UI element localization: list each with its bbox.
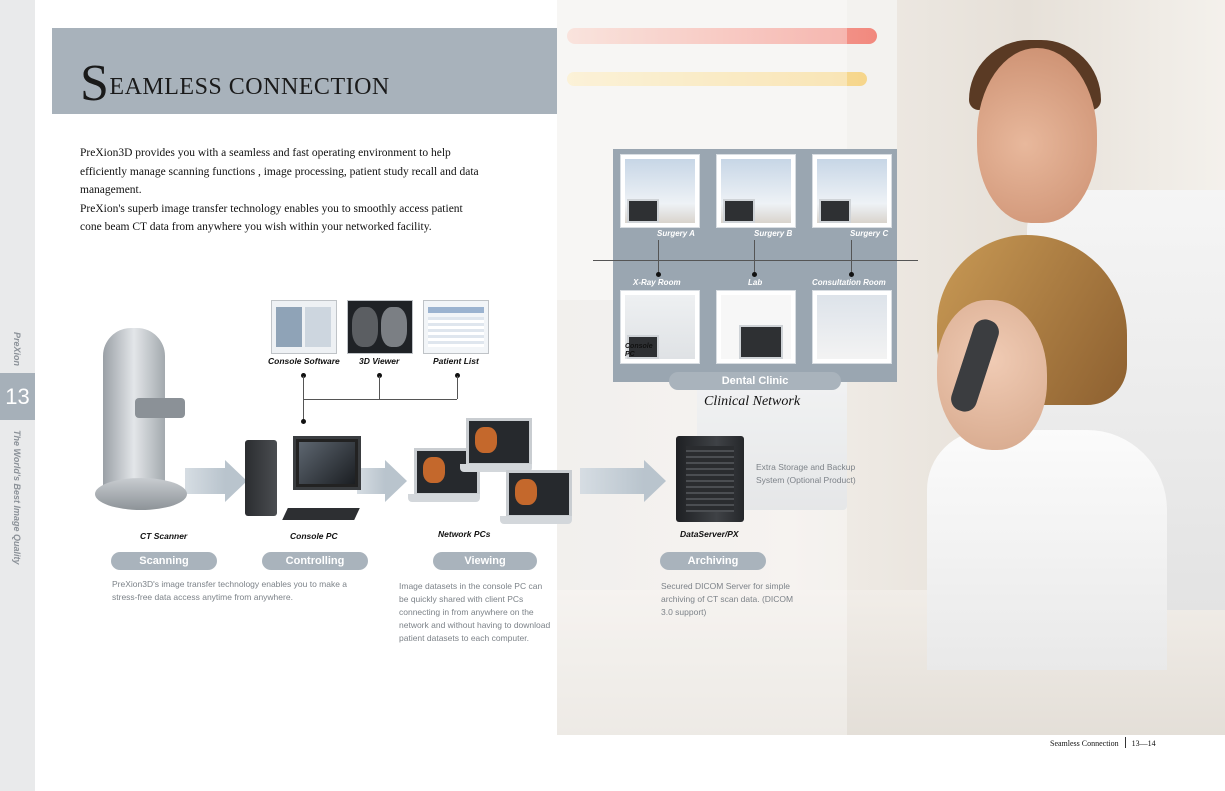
clinical-network-panel: Surgery A Surgery B Surgery C X-Ray Room… xyxy=(613,149,897,382)
room-surgery-b xyxy=(716,154,796,228)
ct-scanner-image xyxy=(95,328,190,513)
intro-paragraph-1: PreXion3D provides you with a seamless a… xyxy=(80,147,479,196)
room-label-consultation: Consultation Room xyxy=(812,278,886,287)
patient-list-label: Patient List xyxy=(433,356,479,366)
archiving-description: Secured DICOM Server for simple archivin… xyxy=(661,581,794,617)
room-label-surgery-a: Surgery A xyxy=(657,229,695,238)
console-software-thumbnail xyxy=(271,300,337,354)
console-software-label: Console Software xyxy=(268,356,340,366)
network-laptop-2 xyxy=(460,418,532,474)
storage-note: Extra Storage and Backup System (Optiona… xyxy=(756,462,856,485)
console-pc-label: Console PC xyxy=(290,531,338,541)
dataserver-label: DataServer/PX xyxy=(680,529,739,539)
stage-viewing: Viewing xyxy=(433,552,537,570)
3d-viewer-label: 3D Viewer xyxy=(359,356,400,366)
room-surgery-a xyxy=(620,154,700,228)
dataserver-image xyxy=(676,436,744,522)
clinical-network-caption: Clinical Network xyxy=(704,394,801,409)
scan-control-description: PreXion3D's image transfer technology en… xyxy=(112,579,348,602)
intro-paragraph-2: PreXion's superb image transfer technolo… xyxy=(80,202,463,234)
ct-scanner-label: CT Scanner xyxy=(140,531,188,541)
room-label-lab: Lab xyxy=(748,278,763,287)
page-title: SEAMLESS CONNECTION xyxy=(80,55,390,112)
room-label-surgery-c: Surgery C xyxy=(850,229,889,238)
patient-list-thumbnail xyxy=(423,300,489,354)
stage-archiving: Archiving xyxy=(660,552,766,570)
network-line xyxy=(593,260,918,261)
title-bar xyxy=(52,28,557,114)
footer-section: Seamless Connection xyxy=(1050,739,1119,748)
console-pc-tag: Console PC xyxy=(625,343,653,358)
3d-viewer-thumbnail xyxy=(347,300,413,354)
room-label-surgery-b: Surgery B xyxy=(754,229,793,238)
arrow-console-to-network xyxy=(357,460,407,502)
room-surgery-c xyxy=(812,154,892,228)
network-laptop-3 xyxy=(500,470,572,526)
arrow-scan-to-console xyxy=(185,460,247,502)
console-pc-image xyxy=(245,430,361,525)
stage-scanning: Scanning xyxy=(111,552,217,570)
side-brand: PreXion xyxy=(12,332,22,367)
arrow-network-to-server xyxy=(580,460,666,502)
stage-controlling: Controlling xyxy=(262,552,368,570)
room-label-xray: X-Ray Room xyxy=(633,278,681,287)
viewing-description: Image datasets in the console PC can be … xyxy=(399,581,551,643)
intro-text: PreXion3D provides you with a seamless a… xyxy=(80,144,480,237)
page-number: 13 xyxy=(0,373,35,420)
page-footer: Seamless Connection 13—14 xyxy=(1050,737,1156,748)
side-tagline: The World's Best Image Quality xyxy=(12,430,22,565)
footer-pages: 13—14 xyxy=(1131,739,1156,748)
network-pcs-label: Network PCs xyxy=(438,529,491,539)
room-xray xyxy=(620,290,700,364)
dental-clinic-label: Dental Clinic xyxy=(669,372,841,390)
room-consultation xyxy=(812,290,892,364)
room-lab xyxy=(716,290,796,364)
